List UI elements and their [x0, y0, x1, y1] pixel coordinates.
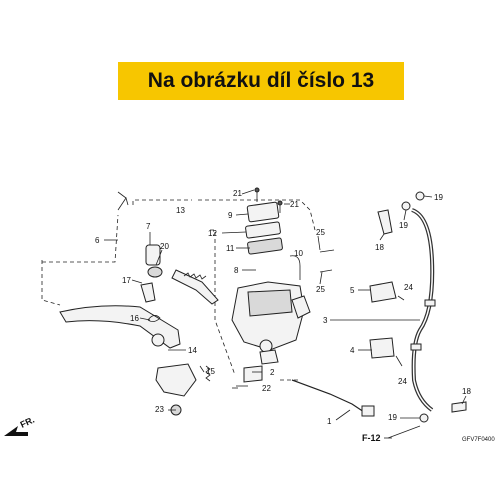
lever-bracket	[155, 363, 197, 397]
bracket-6-top	[117, 191, 129, 211]
callout-13: 13	[176, 206, 185, 215]
lever-pivot	[151, 333, 165, 347]
callout-22: 22	[262, 384, 271, 393]
part-number-banner: Na obrázku díl číslo 13	[118, 62, 404, 100]
callout-25b: 25	[316, 285, 325, 294]
bolt-18b	[451, 401, 467, 413]
piston-cup	[145, 244, 161, 266]
callout-15: 15	[206, 367, 215, 376]
callout-1: 1	[327, 417, 332, 426]
bolt-18a	[377, 209, 393, 235]
washer-19c	[419, 413, 429, 423]
wire-connector	[361, 405, 375, 417]
callout-20: 20	[160, 242, 169, 251]
reservoir-cap	[246, 201, 280, 223]
callout-18b: 18	[462, 387, 471, 396]
piston-spring	[183, 272, 207, 280]
pushrod-17	[140, 282, 156, 303]
bolt-25b	[319, 269, 333, 273]
piston-assembly	[171, 269, 219, 305]
brake-hose-highlight	[411, 209, 433, 411]
banner-text: Na obrázku díl číslo 13	[147, 69, 375, 92]
callout-18a: 18	[375, 243, 384, 252]
hose-clip-10	[289, 255, 301, 280]
diaphragm	[247, 237, 283, 255]
callout-10: 10	[294, 249, 303, 258]
spring-16	[147, 315, 161, 322]
cap-plate	[245, 221, 281, 239]
callout-8: 8	[234, 266, 239, 275]
callout-4: 4	[350, 346, 355, 355]
callout-9: 9	[228, 211, 233, 220]
screw-21a-head	[254, 187, 260, 193]
clamp-4	[369, 337, 395, 359]
callout-7: 7	[146, 222, 151, 231]
boot-20	[147, 266, 163, 278]
banjo-port	[291, 295, 311, 319]
clamp-5	[369, 281, 397, 303]
reservoir-well	[247, 289, 293, 317]
group-bracket-6-left	[41, 260, 61, 306]
callout-25a: 25	[316, 228, 325, 237]
callout-11: 11	[226, 244, 235, 253]
group-bracket-13-right	[210, 229, 236, 376]
callout-19a: 19	[434, 193, 443, 202]
callout-3: 3	[323, 316, 328, 325]
callout-5: 5	[350, 286, 355, 295]
washer-19a	[415, 191, 425, 201]
callout-19b: 19	[399, 221, 408, 230]
switch-2	[243, 365, 263, 383]
front-label: FR.	[19, 415, 36, 430]
bolt-24b	[395, 355, 403, 367]
callout-21a: 21	[233, 189, 242, 198]
bolt-25a	[319, 249, 335, 253]
group-bracket-13	[132, 199, 192, 205]
callout-17: 17	[122, 276, 131, 285]
group-bracket-reservoir	[198, 199, 316, 231]
callout-19c: 19	[388, 413, 397, 422]
fr-arrow	[4, 426, 28, 436]
hose-ring-top	[424, 299, 436, 307]
brake-lever	[59, 305, 181, 349]
callout-2: 2	[270, 368, 275, 377]
spring-15	[205, 365, 211, 382]
group-bracket-6-top	[42, 214, 119, 263]
callout-24a: 24	[404, 283, 413, 292]
callout-24b: 24	[398, 377, 407, 386]
front-arrow-icon	[4, 426, 28, 436]
ref-f12: F-12	[362, 433, 381, 443]
callout-12: 12	[208, 229, 217, 238]
callout-21b: 21	[290, 200, 299, 209]
callout-16: 16	[130, 314, 139, 323]
switch-mount	[259, 349, 279, 365]
switch-wire	[291, 379, 365, 413]
callout-14: 14	[188, 346, 197, 355]
screw-21b-head	[277, 200, 283, 206]
diagram-code: GFV7F0400	[462, 437, 495, 443]
washer-19b	[401, 201, 411, 211]
callout-6: 6	[95, 236, 100, 245]
bolt-24a	[397, 295, 405, 301]
leader-lines	[104, 189, 467, 439]
hose-ring-bottom	[410, 343, 422, 351]
callout-labels: 1 2 3 4 5 6 7 8 9 10 11 12 13 14 15 16 1…	[95, 189, 471, 426]
callout-23: 23	[155, 405, 164, 414]
